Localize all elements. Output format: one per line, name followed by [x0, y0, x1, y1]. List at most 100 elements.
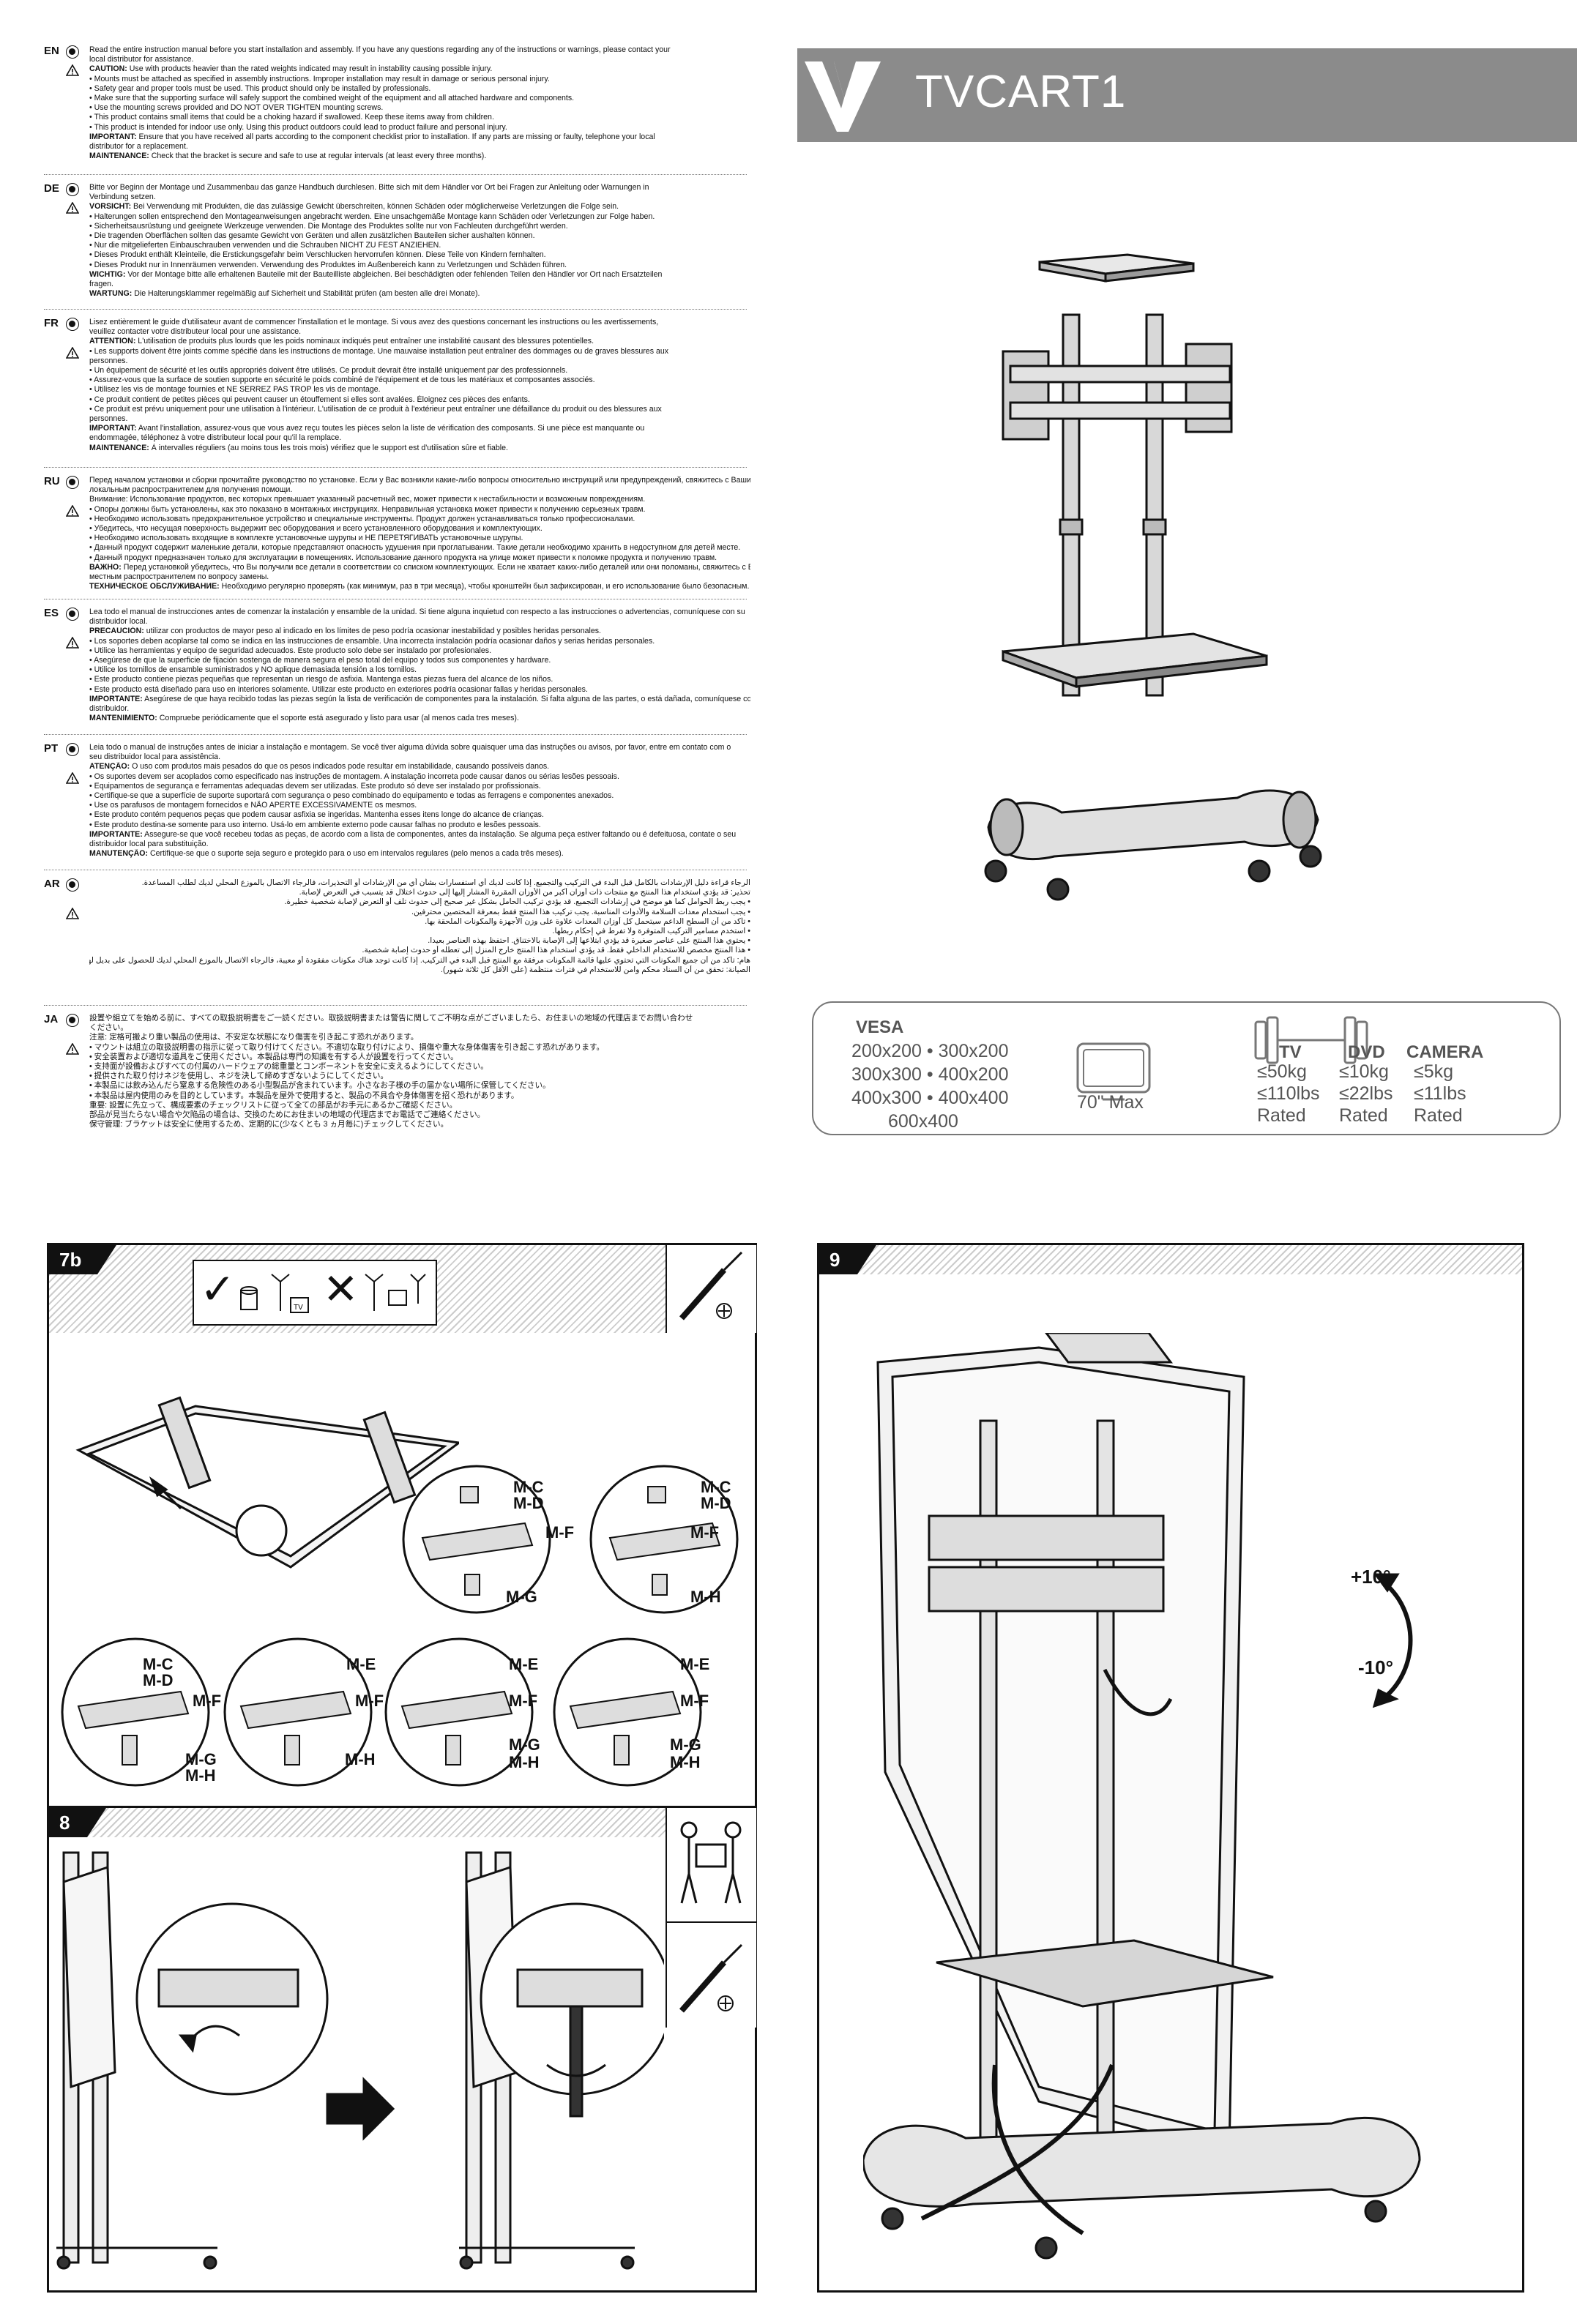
lang-body: Read the entire instruction manual befor…	[89, 45, 750, 161]
text-line: • Опоры должны быть установлены, как это…	[89, 504, 646, 514]
direct-screw-icon	[365, 1274, 426, 1311]
warning-icon	[66, 505, 79, 517]
section-divider	[44, 467, 747, 468]
steps-7b-8-panel: 7b ✓ ✕ TV	[47, 1243, 757, 2293]
lang-block-ar: AR الرجاء قراءة دليل الإرشادات بالكامل قب…	[44, 878, 750, 975]
part-mh-4: M-H	[509, 1753, 540, 1771]
text-line: • Use os parafusos de montagem fornecido…	[89, 801, 417, 810]
text-line: الصيانة: تحقق من أن السناد محكم وآمن للا…	[441, 965, 750, 974]
text-line: MAINTENANCE: Check that the bracket is s…	[89, 152, 487, 161]
text-line: Lisez entièrement le guide d'utilisateur…	[89, 318, 659, 326]
part-md-3: M-D	[143, 1671, 174, 1689]
read-manual-icon	[66, 183, 79, 196]
tv-title: TV	[1279, 1042, 1302, 1062]
text-line: ください。	[89, 1023, 128, 1033]
text-line: • Убедитесь, что несущая поверхность выд…	[89, 524, 543, 534]
brand-header	[797, 48, 1577, 142]
text-line: • Utilisez les vis de montage fournies e…	[89, 385, 381, 395]
lang-body: Перед началом установки и сборки прочита…	[89, 476, 750, 591]
read-manual-icon	[66, 318, 79, 331]
part-mf-3: M-F	[193, 1692, 222, 1710]
dvd-kg: ≤10kg	[1339, 1061, 1389, 1082]
tv-cart-illustration	[984, 253, 1322, 901]
text-line: distributor for a replacement.	[89, 142, 188, 152]
part-mh-3: M-H	[345, 1750, 376, 1768]
part-mf-6: M-F	[680, 1692, 709, 1710]
text-line: • Ce produit contient de petites pièces …	[89, 395, 530, 404]
lang-code: DE	[44, 182, 59, 195]
text-line: • Asegúrese de que la superficie de fija…	[89, 656, 551, 665]
warning-icon	[66, 64, 79, 76]
text-line: IMPORTANTE: Asegúrese de que haya recibi…	[89, 694, 750, 703]
weight-dumbbell-icon	[1254, 1016, 1368, 1064]
text-line: • تأكد من أن السطح الداعم سيتحمل كل أوزا…	[425, 916, 750, 926]
tv-lbs: ≤110lbs	[1257, 1083, 1320, 1104]
text-line: • Необходимо использовать входящие в ком…	[89, 534, 523, 543]
text-line: ATENÇÃO: O uso com produtos mais pesados…	[89, 762, 550, 771]
tilt-down-label: -10°	[1358, 1656, 1393, 1678]
text-line: • This product is intended for indoor us…	[89, 122, 507, 132]
hardware-selection-box: ✓ ✕ TV	[193, 1260, 437, 1326]
text-line: WARTUNG: Die Halterungsklammer regelmäßi…	[89, 289, 480, 299]
text-line: • Make sure that the supporting surface …	[89, 94, 575, 103]
check-icon: ✓	[200, 1266, 236, 1313]
text-line: endommagée, téléphonez à votre distribut…	[89, 433, 342, 443]
spec-box: VESA 200x200 • 300x200 300x300 • 400x200…	[812, 1001, 1561, 1135]
text-line: الرجاء قراءة دليل الإرشادات بالكامل قبل …	[141, 878, 750, 887]
text-line: • Dieses Produkt enthält Kleinteile, die…	[89, 250, 546, 260]
warning-icon	[66, 637, 79, 649]
part-mf-4: M-F	[355, 1692, 384, 1710]
camera-lbs: ≤11lbs	[1414, 1083, 1466, 1104]
text-line: • マウントは組立の取扱説明書の指示に従って取り付けてください。不適切な取り付け…	[89, 1042, 605, 1052]
lang-code: AR	[44, 878, 60, 890]
text-line: • Este produto contém pequenos peças que…	[89, 810, 544, 820]
text-line: Внимание: Использование продуктов, вес к…	[89, 495, 646, 504]
max-screen-size: 70" Max	[1077, 1092, 1144, 1113]
text-line: MAINTENANCE: À intervalles réguliers (au…	[89, 443, 508, 452]
tv-screen-icon	[1076, 1042, 1151, 1101]
text-line: IMPORTANTE: Assegure-se que você recebeu…	[89, 829, 737, 839]
dvd-lbs: ≤22lbs	[1339, 1083, 1393, 1104]
section-divider	[44, 734, 747, 735]
text-line: seu distribuidor local para assistência.	[89, 752, 221, 762]
zoom-details-row1	[402, 1465, 739, 1614]
text-line: 設置や組立てを始める前に、すべての取扱説明書をご一読ください。取扱説明書または警…	[89, 1014, 693, 1023]
lang-code: JA	[44, 1013, 59, 1025]
part-mg-1: M-G	[506, 1588, 537, 1606]
text-line: • يجب ربط الحوامل كما هو موضح في إرشادات…	[284, 897, 750, 907]
section-divider	[44, 174, 747, 175]
dvd-title: DVD	[1348, 1042, 1385, 1062]
section-divider	[44, 1005, 747, 1006]
part-mh-1: M-H	[690, 1588, 721, 1606]
text-line: WICHTIG: Vor der Montage bitte alle erha…	[89, 269, 663, 279]
part-mc-3: M-C	[143, 1655, 174, 1673]
lang-code: ES	[44, 607, 59, 619]
text-line: • 本製品は屋内使用のみを目的としています。本製品を屋外で使用すると、製品の不具…	[89, 1091, 519, 1100]
tv-mini-label: TV	[294, 1304, 303, 1312]
text-line: • Los soportes deben acoplarse tal como …	[89, 636, 655, 646]
read-manual-icon	[66, 878, 79, 892]
text-line: • Sicherheitsausrüstung und geeignete We…	[89, 221, 568, 231]
text-line: • Este produto destina-se somente para u…	[89, 820, 541, 829]
text-line: локальным распространителем для получени…	[89, 485, 293, 495]
text-line: 重要: 設置に先立って、構成要素のチェックリストに従って全ての部品がお手元にある…	[89, 1100, 458, 1110]
text-line: • Данный продукт содержит маленькие дета…	[89, 543, 741, 553]
part-mg-4: M-G	[670, 1735, 701, 1754]
part-mh-2: M-H	[185, 1766, 216, 1785]
vesa-size-2: 300x300 • 400x200	[851, 1064, 1009, 1085]
zoom-details-row2	[61, 1637, 702, 1787]
part-mg-2: M-G	[185, 1750, 217, 1768]
vesa-title: VESA	[856, 1017, 904, 1037]
text-line: • Необходимо использовать предохранитель…	[89, 514, 635, 523]
lang-body: Lisez entièrement le guide d'utilisateur…	[89, 318, 750, 453]
lang-code: EN	[44, 45, 59, 57]
read-manual-icon	[66, 476, 79, 489]
text-line: • استخدم مسامير التركيب المتوفرة ولا تفر…	[552, 927, 750, 936]
tv-rated: Rated	[1257, 1105, 1306, 1126]
text-line: • Un équipement de sécurité et les outil…	[89, 366, 568, 375]
text-line: MANUTENÇÃO: Certifique-se que o suporte …	[89, 849, 564, 859]
tilt-up-label: +10°	[1351, 1566, 1391, 1588]
lang-code: PT	[44, 742, 59, 755]
